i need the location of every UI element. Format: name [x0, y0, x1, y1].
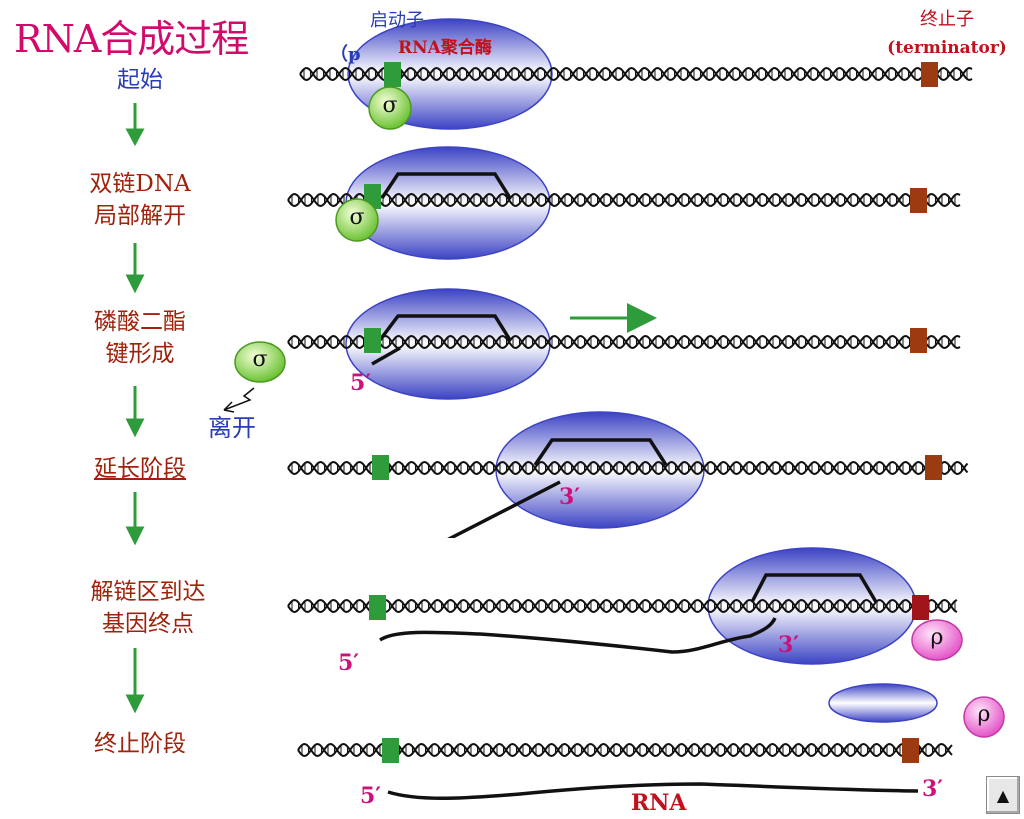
- step-elongation: 延长阶段: [60, 453, 220, 485]
- step-unwinding-line2: 局部解开: [94, 203, 186, 229]
- step-phosphodiester: 磷酸二酯 键形成: [60, 306, 220, 370]
- terminator-box-5: [912, 595, 929, 620]
- promoter-box-1: [384, 62, 401, 87]
- terminator-box-1: [921, 62, 938, 87]
- step-initiation: 起始: [100, 64, 180, 96]
- three-prime-label-6: 3′: [922, 776, 944, 802]
- terminator-label: 终止子 (terminator): [880, 6, 1014, 62]
- triangle-up-icon: ▲: [996, 785, 1010, 805]
- rho-symbol-2: ρ: [977, 702, 991, 727]
- leave-arrow: [223, 387, 255, 411]
- page-title: RNA合成过程: [14, 17, 249, 61]
- rna-strand-3: [371, 346, 401, 366]
- sigma-symbol-1: σ: [382, 93, 398, 118]
- dna-strand-4-b: [287, 460, 969, 476]
- three-prime-label-4: 3′: [559, 484, 581, 510]
- terminator-box-4: [925, 455, 942, 480]
- rna-label: RNA: [631, 790, 687, 816]
- step-unwinding-line1: 双链DNA: [89, 171, 191, 197]
- five-prime-label-6: 5′: [360, 783, 382, 809]
- sigma-symbol-released: σ: [252, 347, 268, 372]
- rna-strand-4-clip: [430, 538, 458, 546]
- rna-polymerase-enzyme-4: [495, 411, 705, 529]
- sigma-factor-released: [234, 341, 286, 383]
- promoter-box-6: [382, 738, 399, 763]
- step-termination: 终止阶段: [60, 728, 220, 760]
- terminator-box-3: [910, 328, 927, 353]
- step-initiation-label: 起始: [117, 67, 163, 93]
- three-prime-label-5: 3′: [778, 632, 800, 658]
- flow-arrows: [125, 103, 145, 714]
- dna-strand-5-a: [287, 598, 958, 614]
- rna-strand-6: [387, 782, 919, 800]
- rna-polymerase-released: [828, 683, 938, 723]
- terminator-label-cn: 终止子: [920, 9, 974, 30]
- promoter-box-3: [364, 328, 381, 353]
- polymerase-label: RNA聚合酶: [398, 38, 492, 58]
- step-reach-end-line2: 基因终点: [102, 611, 194, 637]
- rna-strand-5-clip: [660, 668, 680, 676]
- dna-strand-5-b: [287, 598, 958, 614]
- sigma-factor-2: [335, 198, 379, 242]
- step-reach-end: 解链区到达 基因终点: [60, 576, 236, 640]
- terminator-label-en: (terminator): [887, 38, 1007, 58]
- dna-strand-6-b: [297, 742, 953, 758]
- dna-strand-4-a: [287, 460, 969, 476]
- promoter-boxes: [364, 62, 401, 763]
- rho-factor-1: [911, 619, 963, 661]
- sigma-factor-1: [368, 86, 412, 130]
- rna-strand-5: [379, 617, 777, 654]
- dna-strand-6-a: [297, 742, 953, 758]
- sigma-symbol-2: σ: [349, 205, 365, 230]
- dna-bubbles: [378, 172, 878, 603]
- step-phosphodiester-line1: 磷酸二酯: [94, 309, 186, 335]
- terminator-box-2: [910, 188, 927, 213]
- terminator-box-6: [902, 738, 919, 763]
- step-unwinding: 双链DNA 局部解开: [60, 168, 220, 232]
- rna-strands: [371, 346, 919, 800]
- promoter-box-5: [369, 595, 386, 620]
- five-prime-label-3: 5′: [350, 370, 372, 396]
- bubble-2: [380, 172, 512, 199]
- scroll-up-button[interactable]: ▲: [986, 776, 1020, 814]
- terminator-boxes: [902, 62, 942, 763]
- step-termination-label: 终止阶段: [94, 731, 186, 757]
- bubble-3: [378, 314, 512, 342]
- rho-factor-2: [963, 696, 1005, 738]
- step-phosphodiester-line2: 键形成: [105, 341, 175, 367]
- promoter-box-4: [372, 455, 389, 480]
- rna-strand-4: [444, 480, 561, 543]
- bubble-4: [533, 438, 668, 466]
- dna-helices: [287, 66, 973, 758]
- five-prime-label-5: 5′: [338, 650, 360, 676]
- promoter-paren-label: （p: [330, 44, 361, 65]
- bubble-5: [750, 573, 878, 603]
- rho-symbol-1: ρ: [930, 625, 944, 650]
- promoter-label: 启动子: [370, 10, 424, 31]
- step-elongation-label: 延长阶段: [94, 456, 186, 482]
- leave-label: 离开: [208, 414, 256, 442]
- step-reach-end-line1: 解链区到达: [90, 579, 206, 605]
